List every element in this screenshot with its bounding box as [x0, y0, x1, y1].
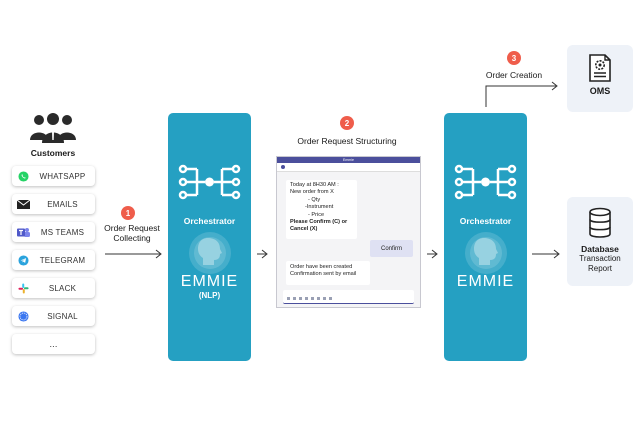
step-2-label: Order Request Structuring	[297, 136, 397, 146]
emmie-logo: EMMIE	[181, 273, 238, 289]
chat-message-confirm: Confirm	[370, 240, 413, 257]
chat-avatar	[281, 165, 285, 169]
network-icon	[178, 164, 241, 200]
emmie-logo: EMMIE	[457, 273, 514, 289]
orchestrator-title: Orchestrator	[183, 216, 236, 226]
oms-label: OMS	[589, 86, 611, 96]
whatsapp-icon	[12, 170, 34, 182]
ms-teams-icon	[12, 227, 34, 238]
chat-titlebar: Emmie	[277, 157, 420, 163]
slack-icon	[12, 282, 34, 294]
channel-whatsapp: WHATSAPP	[12, 166, 95, 186]
network-icon	[454, 164, 517, 200]
customers-label: Customers	[30, 148, 76, 158]
svg-text:EMMIE: EMMIE	[457, 273, 514, 289]
oms-box: OMS	[567, 45, 633, 112]
orchestrator-subtitle: (NLP)	[198, 291, 221, 300]
chat-input[interactable]	[283, 290, 414, 304]
channel-label: EMAILS	[47, 199, 78, 209]
step-2-badge: 2	[340, 116, 354, 130]
envelope-icon	[12, 199, 34, 209]
channel-slack: SLACK	[12, 278, 95, 298]
chat-toolbar-icons	[287, 297, 332, 300]
chat-header	[277, 163, 420, 172]
ai-head-icon	[465, 232, 507, 274]
telegram-icon	[12, 254, 34, 266]
channel-ms-teams: MS TEAMS	[12, 222, 95, 242]
orchestrator-panel: Orchestrator EMMIE	[444, 113, 527, 361]
channel-more-label: ...	[49, 339, 58, 349]
channel-label: SLACK	[48, 283, 77, 293]
chat-window-title: Emmie	[343, 158, 354, 162]
database-label: Database Transaction Report	[579, 244, 621, 273]
channel-more: ...	[12, 334, 95, 354]
signal-icon	[12, 310, 34, 322]
channel-telegram: TELEGRAM	[12, 250, 95, 270]
channel-label: SIGNAL	[47, 311, 78, 321]
customers-icon	[30, 113, 76, 143]
database-box: Database Transaction Report	[567, 197, 633, 286]
channel-signal: SIGNAL	[12, 306, 95, 326]
chat-message-created: Order have been created Confirmation sen…	[286, 261, 370, 285]
ai-head-icon	[189, 232, 231, 274]
channel-label: TELEGRAM	[39, 255, 86, 265]
arrow-orchestrator-to-oms	[485, 85, 556, 107]
channel-label: MS TEAMS	[40, 227, 85, 237]
step-3-label: Order Creation	[485, 70, 543, 80]
step-1-badge: 1	[121, 206, 135, 220]
database-icon	[589, 207, 611, 238]
svg-text:EMMIE: EMMIE	[181, 273, 238, 289]
document-gear-icon	[589, 54, 611, 82]
orchestrator-title: Orchestrator	[459, 216, 512, 226]
channel-emails: EMAILS	[12, 194, 95, 214]
channel-label: WHATSAPP	[39, 171, 86, 181]
chat-window: Emmie Today at 8H30 AM : New order from …	[276, 156, 421, 308]
step-3-badge: 3	[507, 51, 521, 65]
chat-message-order: Today at 8H30 AM : New order from X - Qt…	[286, 180, 357, 239]
orchestrator-nlp-panel: Orchestrator EMMIE (NLP)	[168, 113, 251, 361]
